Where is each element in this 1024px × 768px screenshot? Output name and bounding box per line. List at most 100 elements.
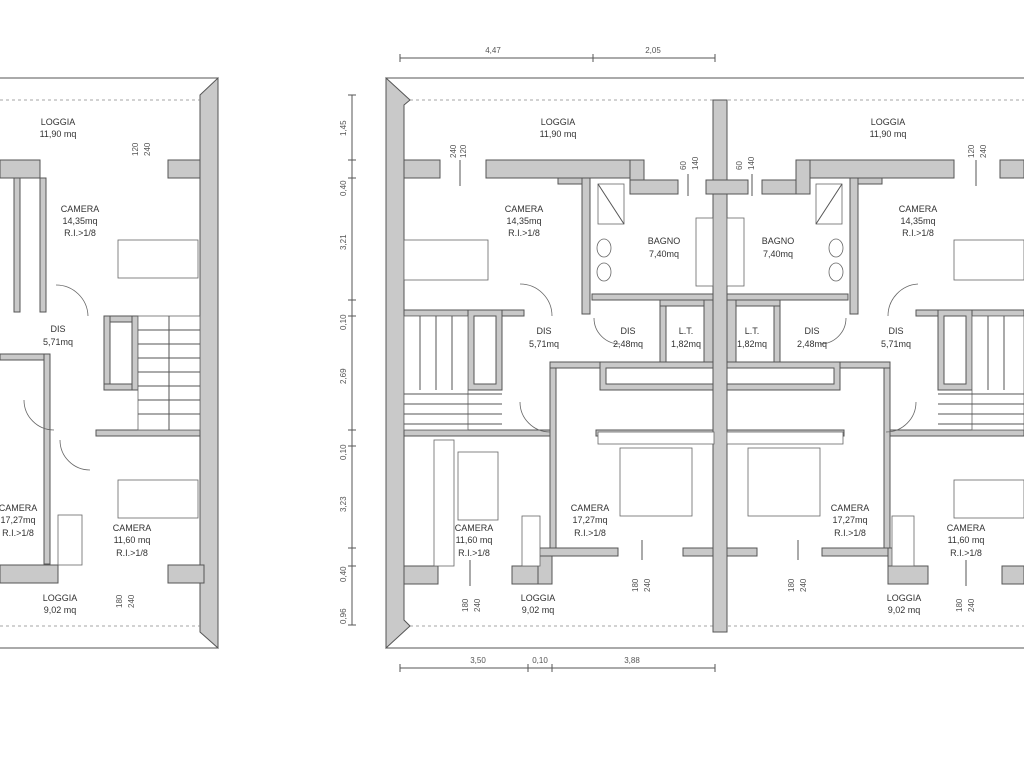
wall [537,547,619,557]
bed-icon [953,239,1024,281]
bidet-icon [828,262,844,282]
sink-icon [726,217,745,287]
door-swing-icon [819,317,847,345]
window-dim: 60 [735,161,744,170]
room-label: LOGGIA [887,593,922,603]
top-dimension-chain: 4,47 2,05 [399,46,716,62]
wall [849,177,859,315]
room-area: 5,71mq [43,337,73,347]
double-bed-icon [619,447,693,517]
sink-icon [695,217,714,287]
bottom-dim-label: 0,10 [532,656,548,665]
room-ri: R.I.>1/8 [834,528,866,538]
side-dim-label: 0,40 [339,566,348,582]
wall [883,361,891,549]
wall [999,159,1024,179]
room-label: CAMERA [571,503,610,513]
wall [43,353,51,565]
stairs-icon [938,315,1024,431]
wall [403,309,525,317]
door-swing-icon [55,284,89,317]
wall [726,547,758,557]
bottom-dim-label: 3,50 [470,656,486,665]
room-label: LOGGIA [43,593,78,603]
wall [13,177,21,313]
room-ri: R.I.>1/8 [950,548,982,558]
wall [0,159,41,179]
wardrobe [726,431,844,445]
bed-icon [117,239,199,279]
room-label: LOGGIA [521,593,556,603]
wall [581,177,591,315]
window-dim: 240 [967,598,976,612]
wall [1001,565,1024,585]
wall [726,293,849,301]
wall [39,177,47,313]
bed-icon [117,479,199,519]
wall [703,299,714,363]
side-dim-label: 1,45 [339,120,348,136]
side-dim-label: 3,21 [339,234,348,250]
door-swing-icon [23,399,55,431]
wall [682,547,714,557]
room-area: 9,02 mq [44,605,77,615]
wardrobe [433,439,455,567]
wall [795,159,811,195]
window-dim: 240 [127,594,136,608]
toilet-icon [596,238,612,258]
room-ri: R.I.>1/8 [2,528,34,538]
bed-icon [953,479,1024,519]
stairs-icon [137,315,201,431]
room-ri: R.I.>1/8 [116,548,148,558]
bottom-dim-label: 3,88 [624,656,640,665]
window-dim: 240 [473,598,482,612]
room-ri: R.I.>1/8 [902,228,934,238]
wardrobe [57,514,83,566]
window-dim: 180 [115,594,124,608]
bed-icon [403,239,489,281]
room-area: 5,71mq [529,339,559,349]
room-area: 17,27mq [832,515,867,525]
top-dim-label: 4,47 [485,46,501,55]
window-dim: 180 [955,598,964,612]
wall [726,299,737,363]
double-bed-icon [747,447,821,517]
room-area: 11,60 mq [456,535,493,545]
window-dim: 120 [459,144,468,158]
room-area: 14,35mq [506,216,541,226]
window-dim: 240 [643,578,652,592]
room-label: LOGGIA [541,117,576,127]
window-dim: 60 [679,161,688,170]
room-label: BAGNO [648,236,681,246]
room-label: CAMERA [899,204,938,214]
door-swing-icon [519,283,553,317]
wall [385,76,411,650]
top-dim-label: 2,05 [645,46,661,55]
room-label: DIS [50,324,65,334]
room-label: L.T. [745,326,760,336]
window-dim: 120 [131,142,140,156]
room-area: 1,82mq [737,339,767,349]
room-label: CAMERA [831,503,870,513]
main-building: LOGGIA 11,90 mq CAMERA 14,35mq R.I.>1/8 … [385,76,1024,650]
left-unit: LOGGIA 11,90 mq CAMERA 14,35mq R.I.>1/8 … [0,76,219,650]
side-dimension-chain: 1,45 0,40 3,21 0,10 2,69 0,10 3,23 0,40 … [339,94,356,626]
window-dim: 240 [799,578,808,592]
stairs-icon [403,315,502,431]
wall [403,429,551,437]
room-area: 2,48mq [613,339,643,349]
room-area: 1,82mq [671,339,701,349]
wall [95,429,201,437]
wall [167,159,205,179]
room-label: CAMERA [113,523,152,533]
wall [0,353,51,361]
wall [485,159,631,179]
room-ri: R.I.>1/8 [64,228,96,238]
wall [167,564,205,584]
room-label: DIS [804,326,819,336]
window-dim: 120 [967,144,976,158]
wall [403,159,441,179]
door-swing-icon [593,317,621,345]
wall [591,293,714,301]
